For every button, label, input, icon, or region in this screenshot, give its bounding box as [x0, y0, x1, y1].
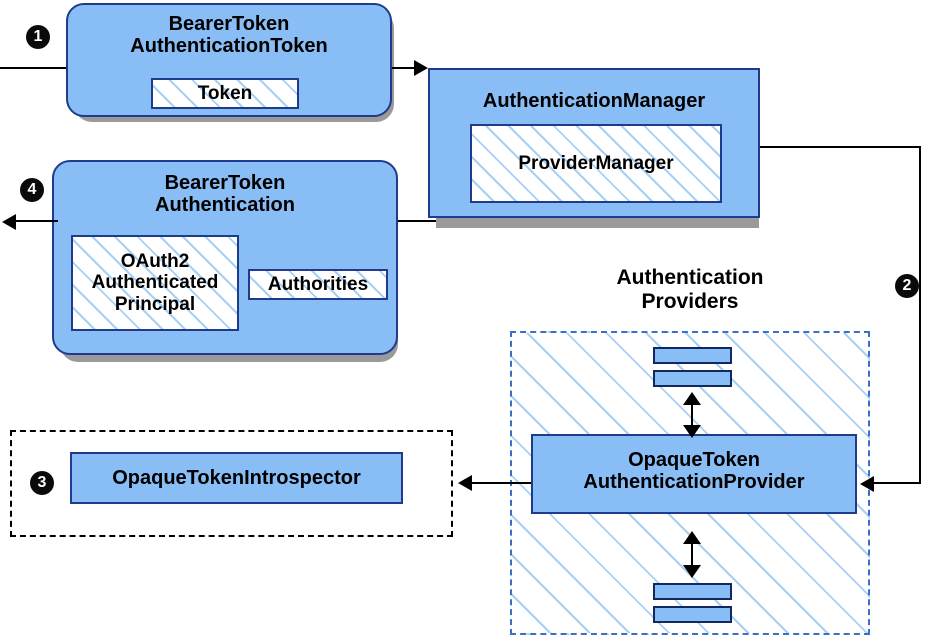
bearer-token-authentication-title: BearerToken Authentication: [155, 172, 295, 217]
provider-stack-bar-bottom-1: [653, 583, 732, 600]
opaque-token-introspector-title: OpaqueTokenIntrospector: [112, 467, 361, 489]
token-subbox[interactable]: Token: [151, 78, 299, 109]
opaque-token-introspector-node[interactable]: OpaqueTokenIntrospector: [70, 452, 403, 504]
connector-authentication-outgoing: [14, 220, 58, 222]
step-badge-4: 4: [20, 178, 44, 202]
arrowhead-provider-bottom-down: [683, 565, 701, 578]
connector-provider-top-double-arrow: [691, 398, 693, 432]
oauth2-authenticated-principal-subbox[interactable]: OAuth2 Authenticated Principal: [71, 235, 239, 331]
step-badge-2: 2: [895, 274, 919, 298]
connector-manager-to-provider-vertical: [919, 146, 921, 483]
arrowhead-provider-top-down: [683, 425, 701, 438]
authentication-manager-title: AuthenticationManager: [482, 90, 706, 112]
arrowhead-manager-to-provider: [860, 476, 874, 492]
provider-stack-bar-top-1: [653, 347, 732, 364]
connector-incoming-request: [0, 67, 66, 69]
arrowhead-token-to-manager: [414, 60, 428, 76]
connector-provider-bottom-double-arrow: [691, 537, 693, 572]
authorities-label: Authorities: [267, 273, 369, 295]
arrowhead-provider-top-up: [683, 392, 701, 405]
connector-token-to-manager: [392, 67, 420, 69]
arrowhead-authentication-outgoing: [2, 214, 16, 230]
connector-manager-to-provider-bottom: [872, 482, 921, 484]
token-subbox-label: Token: [197, 82, 253, 104]
connector-manager-to-authentication: [398, 220, 436, 222]
bearer-token-authentication-token-node[interactable]: BearerToken AuthenticationToken: [66, 3, 392, 117]
provider-manager-label: ProviderManager: [518, 152, 674, 174]
bearer-token-authentication-token-title: BearerToken AuthenticationToken: [130, 13, 328, 58]
step-badge-1: 1: [26, 25, 50, 49]
oauth2-authenticated-principal-label: OAuth2 Authenticated Principal: [91, 251, 219, 315]
provider-manager-subbox[interactable]: ProviderManager: [470, 124, 722, 203]
arrowhead-provider-bottom-up: [683, 531, 701, 544]
opaque-token-authentication-provider-node[interactable]: OpaqueToken AuthenticationProvider: [531, 434, 857, 514]
provider-stack-bar-top-2: [653, 370, 732, 387]
authorities-subbox[interactable]: Authorities: [248, 269, 388, 300]
connector-manager-to-provider-top: [760, 146, 921, 148]
provider-stack-bar-bottom-2: [653, 606, 732, 623]
step-badge-3: 3: [30, 471, 54, 495]
authentication-providers-caption: Authentication Providers: [616, 266, 764, 314]
connector-provider-to-introspector: [472, 482, 531, 484]
arrowhead-provider-to-introspector: [458, 475, 472, 491]
opaque-token-authentication-provider-title: OpaqueToken AuthenticationProvider: [583, 449, 805, 494]
